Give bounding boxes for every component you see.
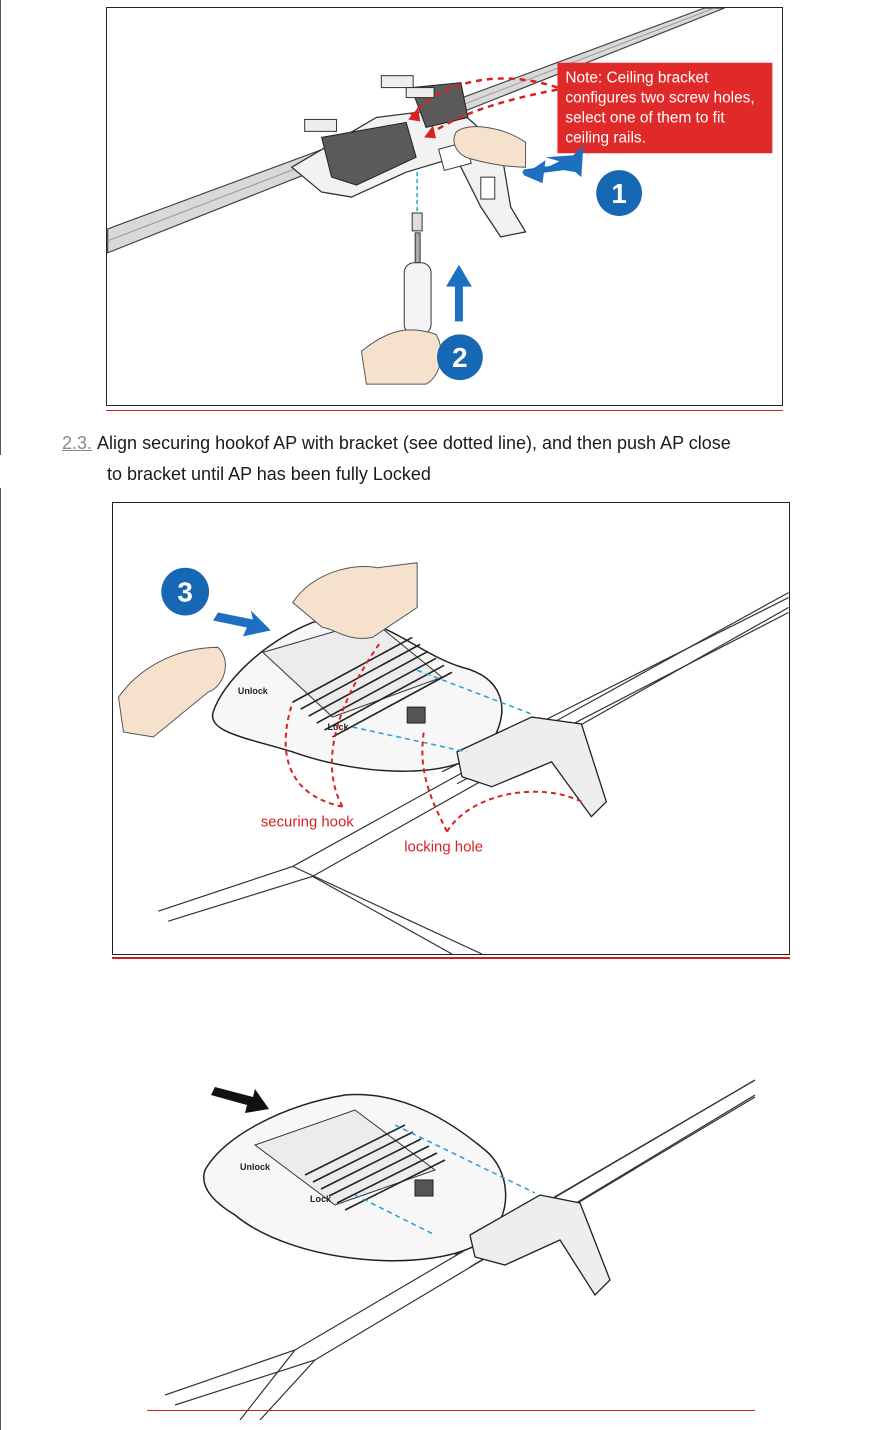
note-line-2: configures two screw holes, bbox=[565, 90, 754, 107]
up-arrow-icon bbox=[454, 281, 463, 322]
note-line-3: select one of them to fit bbox=[565, 109, 725, 126]
step-instruction: 2.3. Align securing hookof AP with brack… bbox=[62, 428, 877, 490]
push-arrow-icon bbox=[211, 1087, 269, 1113]
hand-icon bbox=[453, 126, 527, 168]
figure2-underline bbox=[112, 957, 790, 959]
change-bar-top bbox=[0, 0, 1, 455]
screwdriver-handle bbox=[403, 262, 432, 335]
device-label-unlock: Unlock bbox=[240, 1162, 271, 1172]
screw-icon bbox=[411, 212, 423, 232]
figure3-illustration: Unlock Lock bbox=[165, 1079, 755, 1420]
hand-icon-right bbox=[292, 562, 418, 639]
figure3-underline bbox=[147, 1410, 755, 1411]
screwdriver-shaft bbox=[414, 232, 421, 264]
change-bar-bottom bbox=[0, 488, 1, 1430]
step-badge-2 bbox=[437, 334, 483, 381]
bracket bbox=[469, 1194, 611, 1297]
note-line-4: ceiling rails. bbox=[565, 129, 645, 146]
figure2-illustration: Unlock Lock securing hook locking hole 3 bbox=[117, 562, 789, 954]
step-badge-1 bbox=[596, 170, 643, 216]
bracket bbox=[456, 716, 608, 818]
figure-ceiling-bracket-screw: Note: Ceiling bracket configures two scr… bbox=[106, 7, 783, 406]
step-badge-3 bbox=[161, 567, 210, 616]
push-arrow-icon bbox=[213, 610, 271, 637]
step-text-line-1: Align securing hookof AP with bracket (s… bbox=[97, 433, 731, 453]
note-box bbox=[557, 62, 773, 154]
step-badge-2-label: 2 bbox=[452, 342, 468, 373]
step-number-old: 2. bbox=[62, 433, 78, 453]
step-text-line-2: to bracket until AP has been fully Locke… bbox=[107, 464, 431, 484]
step-number-new: 3. bbox=[77, 433, 93, 453]
rail-clamp-left bbox=[321, 121, 417, 186]
note-line-1: Note: Ceiling bracket bbox=[565, 70, 709, 87]
figure-align-securing-hook: Unlock Lock securing hook locking hole 3 bbox=[112, 502, 790, 955]
label-locking-hole: locking hole bbox=[404, 838, 483, 855]
dotted-guide-locking-hole bbox=[421, 729, 448, 832]
push-arrow-icon bbox=[545, 145, 584, 178]
label-securing-hook: securing hook bbox=[261, 814, 354, 831]
figure1-underline bbox=[106, 410, 783, 411]
hand-holding-screwdriver-icon bbox=[360, 329, 442, 385]
step-badge-1-label: 1 bbox=[611, 178, 627, 209]
dotted-guide-securing-hook bbox=[284, 701, 343, 808]
dotted-guide-upper bbox=[410, 77, 558, 117]
device-label-lock: Lock bbox=[310, 1194, 332, 1204]
step-badge-3-label: 3 bbox=[177, 577, 193, 608]
figure-ap-locked: Unlock Lock bbox=[165, 1075, 755, 1420]
device-label-unlock: Unlock bbox=[238, 686, 268, 696]
figure1-illustration: Note: Ceiling bracket configures two scr… bbox=[107, 8, 773, 385]
hand-icon-left bbox=[117, 646, 226, 738]
dotted-guide-lower bbox=[427, 88, 558, 137]
